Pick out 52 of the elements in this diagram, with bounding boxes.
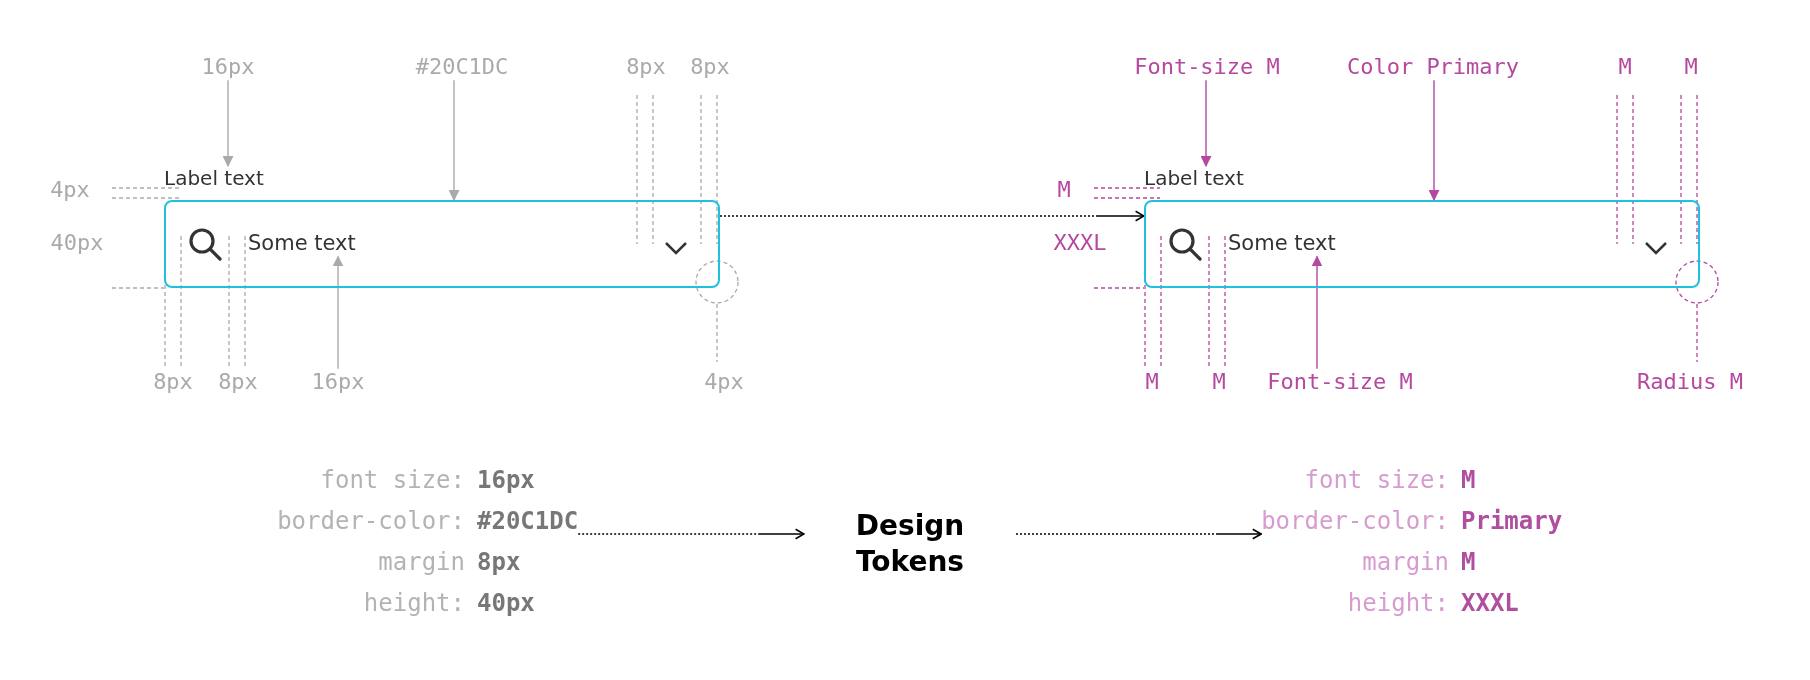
property-name: font size: [319, 466, 465, 495]
annotation-text: 16px [201, 53, 255, 81]
dimension-label: Radius M [1637, 368, 1743, 396]
arrow [332, 255, 344, 370]
arrow [1428, 79, 1440, 202]
property-name: border-color: [276, 507, 465, 536]
arrow [1015, 528, 1262, 540]
heading-text: Design Tokens [804, 507, 1016, 581]
annotation-text: Font-size M [1134, 53, 1280, 81]
dimension-label: 4px [704, 368, 744, 396]
property-name: height: [1346, 589, 1449, 618]
text-field [164, 200, 720, 288]
dimension-label: M [1212, 368, 1226, 396]
arrow [577, 528, 805, 540]
dimension-label: M [1057, 176, 1071, 204]
annotation-text: Color Primary [1346, 53, 1520, 81]
field-label: Label text [1144, 166, 1244, 190]
dimension-label: M [1618, 53, 1632, 81]
property-value: Primary [1461, 507, 1564, 536]
dimension-label: 8px [690, 53, 730, 81]
field-value: Some text [1228, 231, 1336, 257]
arrow [719, 210, 1145, 222]
property-name: height: [362, 589, 465, 618]
dimension-label: 40px [50, 229, 104, 257]
field-label: Label text [164, 166, 264, 190]
arrow [1311, 255, 1323, 370]
property-value: 8px [477, 548, 522, 577]
annotation-text: #20C1DC [415, 53, 509, 81]
property-value: 40px [477, 589, 536, 618]
annotation-text: 16px [311, 368, 365, 396]
property-value: M [1461, 466, 1477, 495]
property-name: font size: [1303, 466, 1449, 495]
arrow [448, 79, 460, 202]
property-value: XXXL [1461, 589, 1520, 618]
text-field [1144, 200, 1700, 288]
property-name: margin [1361, 548, 1449, 577]
dimension-label: M [1145, 368, 1159, 396]
property-name: border-color: [1260, 507, 1449, 536]
property-value: 16px [477, 466, 536, 495]
dimension-label: XXXL [1053, 229, 1107, 257]
arrow [222, 79, 234, 168]
dimension-label: 8px [153, 368, 193, 396]
arrow [1200, 79, 1212, 168]
property-name: margin [377, 548, 465, 577]
property-value: M [1461, 548, 1477, 577]
dimension-label: M [1684, 53, 1698, 81]
annotation-text: Font-size M [1267, 368, 1413, 396]
dimension-label: 8px [626, 53, 666, 81]
dimension-label: 4px [50, 176, 90, 204]
property-value: #20C1DC [477, 507, 580, 536]
field-value: Some text [248, 231, 356, 257]
dimension-label: 8px [218, 368, 258, 396]
